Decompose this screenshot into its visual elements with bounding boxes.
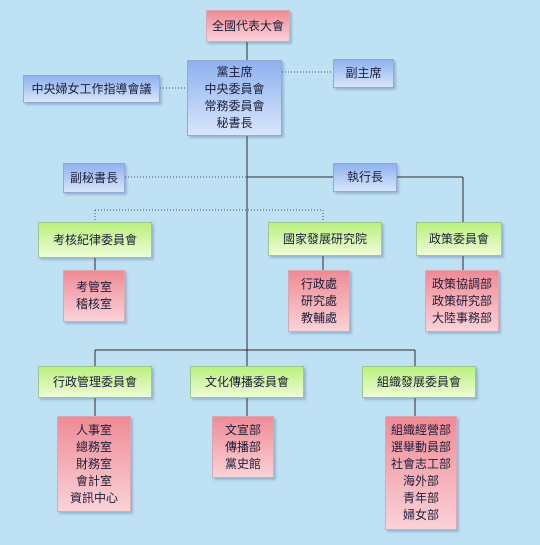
culture-committee-box: 文化傳播委員會 <box>190 366 304 398</box>
office-item: 大陸事務部 <box>431 310 492 325</box>
office-item: 社會志工部 <box>390 457 451 471</box>
development-institute-box: 國家發展研究院 <box>268 222 382 256</box>
office-item: 黨史館 <box>224 456 261 471</box>
discipline-committee-box: 考核紀律委員會 <box>38 222 152 258</box>
office-item: 總務室 <box>75 439 112 454</box>
admin-offices-box: 人事室 總務室 財務室 會計室 資訊中心 <box>57 416 131 512</box>
executive-director-box: 執行長 <box>333 163 397 192</box>
discipline-committee-label: 考核紀律委員會 <box>52 232 137 247</box>
chairman-block: 黨主席 中央委員會 常務委員會 秘書長 <box>187 60 282 136</box>
policy-committee-box: 政策委員會 <box>416 222 502 256</box>
national-congress-label: 全國代表大會 <box>211 18 284 33</box>
office-item: 人事室 <box>75 422 112 437</box>
office-item: 行政處 <box>300 276 337 291</box>
women-guidance-box: 中央婦女工作指導會議 <box>23 75 160 103</box>
office-item: 婦女部 <box>402 508 439 522</box>
office-item: 資訊中心 <box>69 490 118 505</box>
office-item: 會計室 <box>75 473 112 488</box>
vice-chairman-box: 副主席 <box>333 59 394 88</box>
office-item: 文宣部 <box>224 422 261 437</box>
executive-director-label: 執行長 <box>346 170 383 184</box>
office-item: 組織經營部 <box>390 423 451 437</box>
institute-offices-box: 行政處 研究處 教輔處 <box>288 270 350 332</box>
national-congress-box: 全國代表大會 <box>206 10 290 42</box>
culture-committee-label: 文化傳播委員會 <box>204 374 289 389</box>
office-item: 研究處 <box>300 293 337 308</box>
office-item: 考管室 <box>75 280 112 294</box>
women-guidance-label: 中央婦女工作指導會議 <box>31 81 152 96</box>
office-item: 選舉動員部 <box>390 440 451 454</box>
central-committee-label: 中央委員會 <box>204 82 265 96</box>
policy-offices-box: 政策協調部 政策研究部 大陸事務部 <box>425 270 499 332</box>
office-item: 財務室 <box>75 456 112 471</box>
admin-committee-box: 行政管理委員會 <box>38 366 152 398</box>
office-item: 海外部 <box>402 474 439 488</box>
chairman-label: 黨主席 <box>216 65 253 79</box>
deputy-secretary-label: 副秘書長 <box>69 170 118 185</box>
office-item: 傳播部 <box>224 439 261 454</box>
organization-committee-box: 組織發展委員會 <box>362 366 476 398</box>
office-item: 政策協調部 <box>431 276 492 291</box>
organization-committee-label: 組織發展委員會 <box>376 374 461 389</box>
admin-committee-label: 行政管理委員會 <box>52 374 137 389</box>
culture-offices-box: 文宣部 傳播部 黨史館 <box>212 416 274 478</box>
office-item: 稽核室 <box>75 297 112 311</box>
vice-chairman-label: 副主席 <box>345 66 382 80</box>
discipline-offices-box: 考管室 稽核室 <box>63 270 125 322</box>
organization-offices-box: 組織經營部 選舉動員部 社會志工部 海外部 青年部 婦女部 <box>385 416 457 530</box>
office-item: 青年部 <box>402 491 439 505</box>
development-institute-label: 國家發展研究院 <box>282 231 367 246</box>
deputy-secretary-box: 副秘書長 <box>63 163 125 193</box>
office-item: 政策研究部 <box>431 293 492 308</box>
standing-committee-label: 常務委員會 <box>204 99 265 113</box>
policy-committee-label: 政策委員會 <box>428 231 489 246</box>
office-item: 教輔處 <box>300 310 337 325</box>
secretary-general-label: 秘書長 <box>216 116 253 130</box>
